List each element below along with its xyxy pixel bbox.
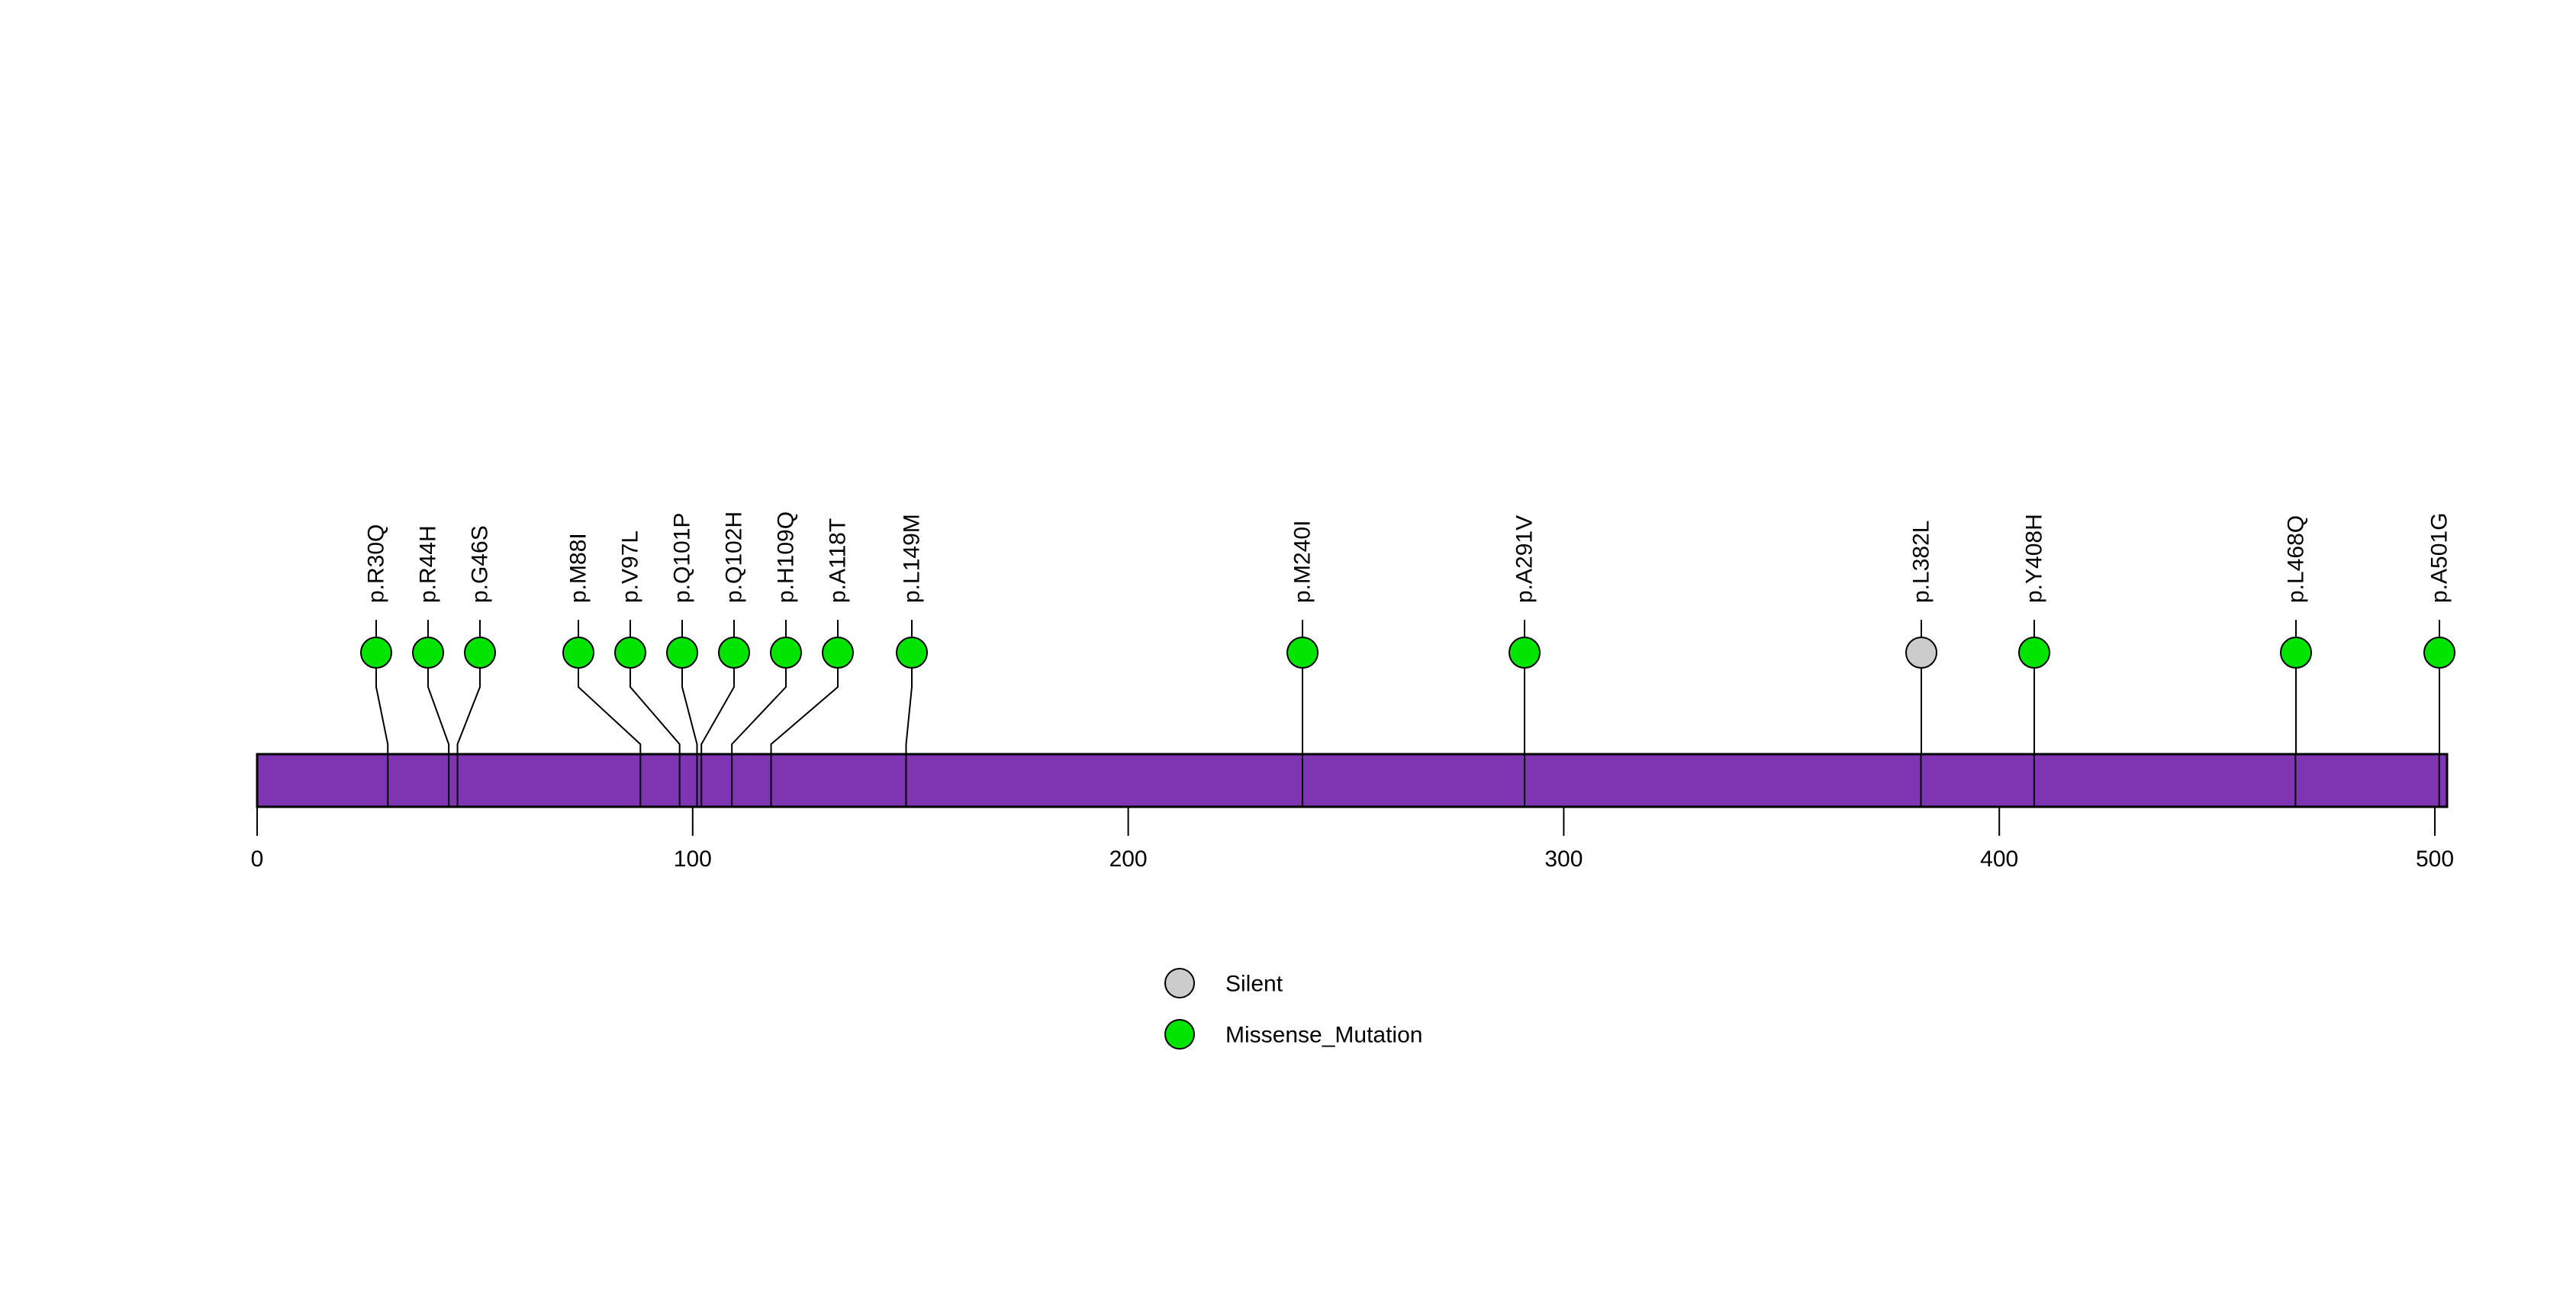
mutation-marker-pR44H[interactable] bbox=[412, 637, 444, 669]
legend-label: Silent bbox=[1225, 972, 1283, 997]
mutation-label: p.L468Q bbox=[2284, 515, 2309, 603]
mutation-marker-pG46S[interactable] bbox=[464, 637, 496, 669]
mutation-marker-pV97L[interactable] bbox=[614, 637, 646, 669]
axis-tick-label: 200 bbox=[1109, 847, 1148, 872]
axis-tick-label: 400 bbox=[1980, 847, 2018, 872]
mutation-label: p.A501G bbox=[2427, 513, 2452, 603]
mutation-markers-group bbox=[360, 637, 2455, 669]
mutation-marker-pL149M[interactable] bbox=[896, 637, 928, 669]
axis-tick-label: 0 bbox=[251, 847, 264, 872]
mutation-marker-pY408H[interactable] bbox=[2018, 637, 2050, 669]
mutation-marker-pM88I[interactable] bbox=[562, 637, 594, 669]
mutation-marker-pA118T[interactable] bbox=[822, 637, 854, 669]
in-bar-position-lines-group bbox=[387, 754, 2440, 807]
mutation-marker-pH109Q[interactable] bbox=[770, 637, 802, 669]
mutation-marker-pL468Q[interactable] bbox=[2280, 637, 2312, 669]
mutation-label: p.M240I bbox=[1290, 521, 1315, 603]
mutation-label: p.G46S bbox=[468, 525, 493, 603]
mutation-label: p.H109Q bbox=[774, 511, 799, 603]
mutation-label: p.Q101P bbox=[670, 513, 695, 603]
mutation-label: p.L149M bbox=[900, 514, 925, 603]
mutation-marker-pA501G[interactable] bbox=[2423, 637, 2455, 669]
axis-ticks-group: 0 100 200 300 400 500 bbox=[251, 807, 2454, 872]
legend-swatch-missense_mutation bbox=[1164, 1019, 1195, 1050]
axis-tick-label: 500 bbox=[2416, 847, 2454, 872]
legend-label: Missense_Mutation bbox=[1225, 1023, 1422, 1048]
mutation-label: p.Q102H bbox=[722, 511, 747, 603]
mutation-label: p.R30Q bbox=[364, 524, 389, 603]
mutation-labels-group: p.R30Q p.R44H p.G46S p.M88I p.V97L p.Q101P p.Q… bbox=[364, 511, 2452, 603]
mutation-marker-pQ101P[interactable] bbox=[666, 637, 698, 669]
mutation-label: p.V97L bbox=[618, 531, 643, 603]
mutation-marker-pR30Q[interactable] bbox=[360, 637, 392, 669]
mutation-marker-pQ102H[interactable] bbox=[718, 637, 750, 669]
mutation-label: p.Y408H bbox=[2022, 514, 2047, 603]
axis-tick-label: 300 bbox=[1544, 847, 1583, 872]
mutation-marker-pM240I[interactable] bbox=[1286, 637, 1319, 669]
mutation-label: p.L382L bbox=[1909, 521, 1934, 603]
mutation-marker-pL382L[interactable] bbox=[1905, 637, 1937, 669]
mutation-label: p.R44H bbox=[416, 525, 441, 603]
mutation-label: p.A291V bbox=[1512, 515, 1538, 603]
mutation-marker-pA291V[interactable] bbox=[1509, 637, 1541, 669]
protein-backbone-bar[interactable] bbox=[256, 753, 2449, 808]
mutation-label: p.M88I bbox=[566, 533, 591, 603]
mutation-label: p.A118T bbox=[826, 518, 851, 603]
axis-tick-label: 100 bbox=[674, 847, 712, 872]
legend-swatch-silent bbox=[1164, 968, 1195, 998]
